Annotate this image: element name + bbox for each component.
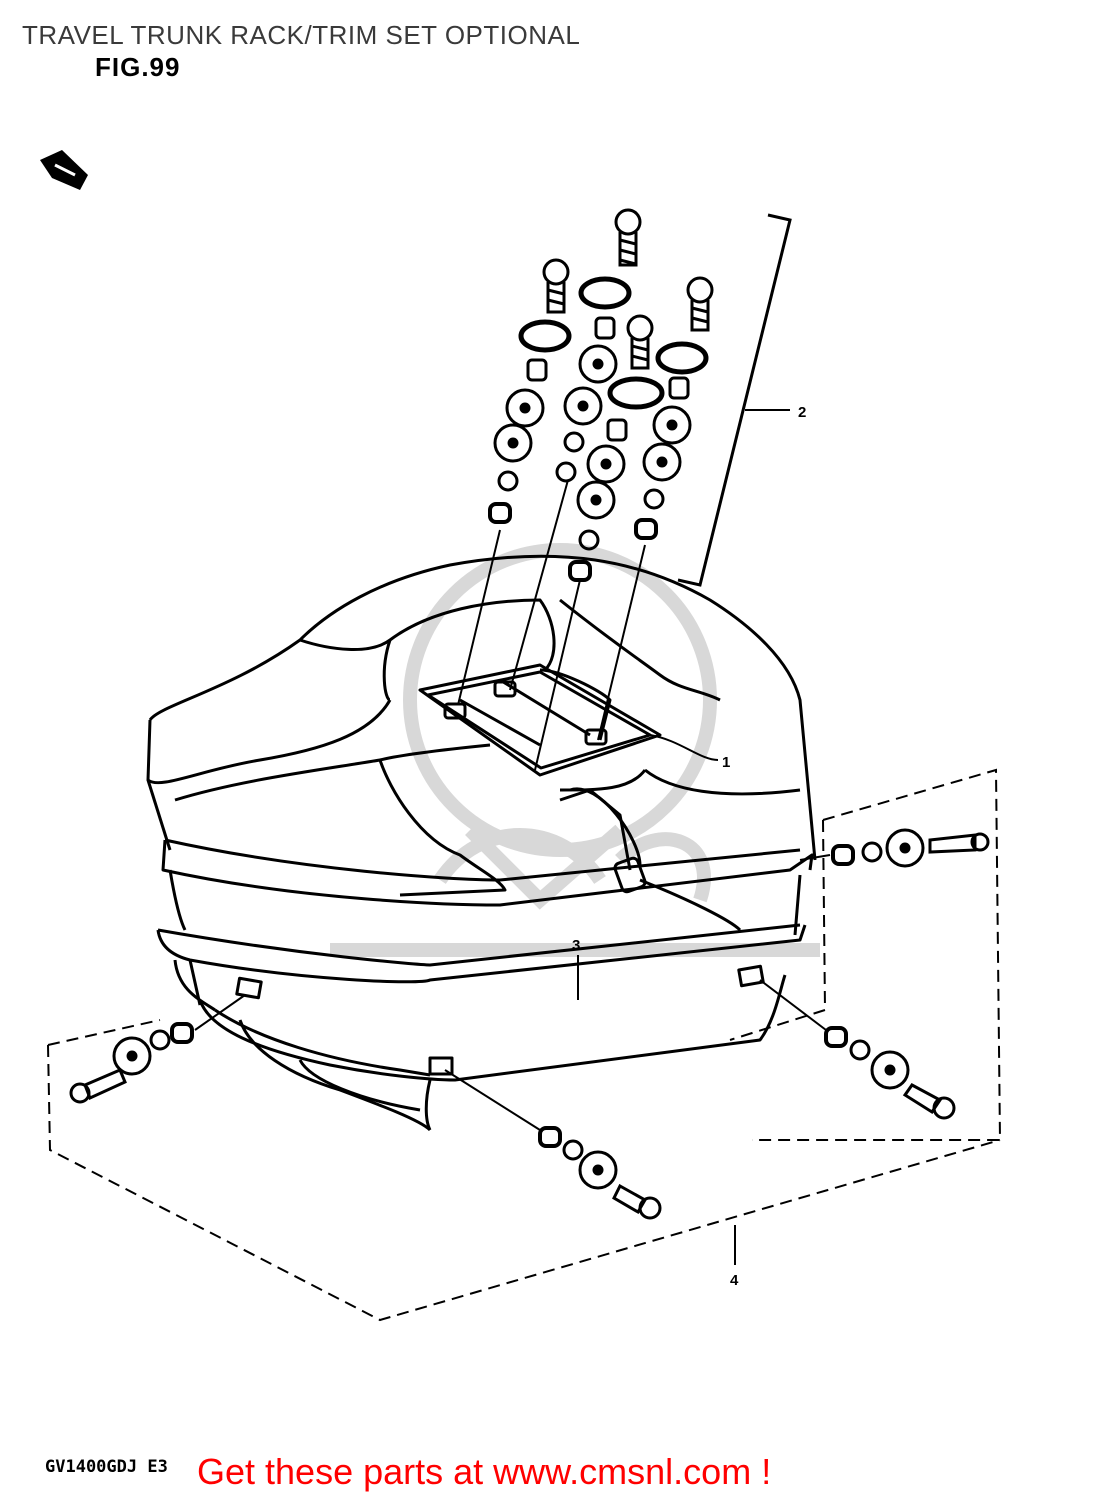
fastener-set-bottom (444, 1069, 662, 1220)
bolt-icon (626, 314, 654, 370)
fastener-set-left (69, 994, 246, 1104)
bolt-icon (614, 208, 642, 267)
callout-3: 3 (572, 937, 580, 954)
bolt-icon (542, 258, 570, 314)
promo-link[interactable]: Get these parts at www.cmsnl.com ! (197, 1451, 772, 1492)
diagram-title: TRAVEL TRUNK RACK/TRIM SET OPTIONAL (22, 20, 581, 50)
model-code: GV1400GDJ E3 (45, 1457, 168, 1477)
callout-1: 1 (722, 754, 730, 771)
direction-arrow-icon (40, 150, 88, 190)
washer-icon (493, 344, 692, 520)
callout-2: 2 (798, 404, 806, 421)
bolt-icon (686, 276, 714, 332)
fastener-set-bottom-right (759, 979, 956, 1120)
hardware-kit (457, 208, 714, 771)
rack (418, 663, 662, 777)
callout-4: 4 (730, 1272, 739, 1289)
trunk-body (146, 554, 817, 1132)
figure-label: FIG.99 (95, 52, 181, 82)
fastener-set-right (799, 828, 990, 868)
